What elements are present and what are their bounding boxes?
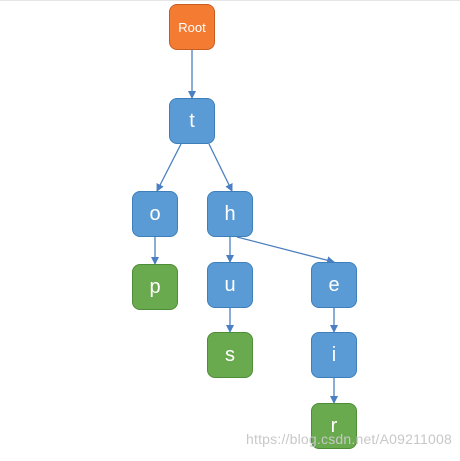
edge-t-h (208, 143, 233, 192)
edge-h-e (236, 236, 335, 265)
watermark-url: https://blog.csdn.net/A09211008 (246, 431, 452, 447)
edge-t-o (156, 143, 182, 192)
tree-node-r: r (311, 403, 357, 449)
tree-node-t: t (169, 98, 215, 144)
tree-node-p: p (132, 264, 178, 310)
top-divider (0, 0, 460, 1)
tree-node-root: Root (169, 4, 215, 50)
tree-node-e: e (311, 262, 357, 308)
tree-node-s: s (207, 332, 253, 378)
tree-node-i: i (311, 332, 357, 378)
tree-node-h: h (207, 191, 253, 237)
tree-node-o: o (132, 191, 178, 237)
tree-node-u: u (207, 262, 253, 308)
